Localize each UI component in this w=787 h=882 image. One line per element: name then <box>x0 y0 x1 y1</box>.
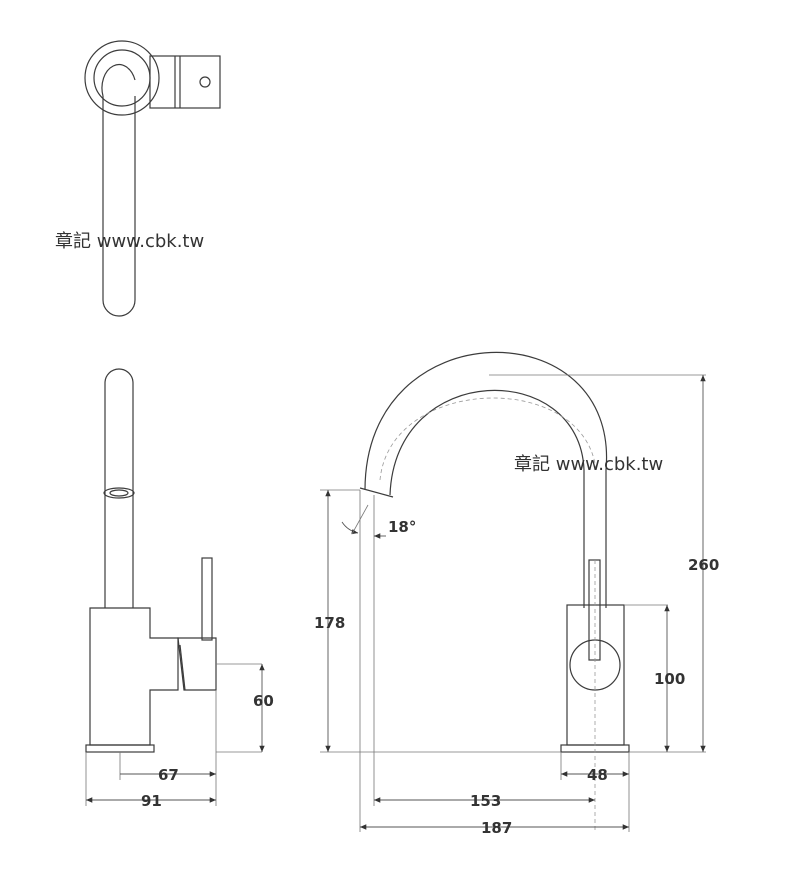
dim-handle-height: 60 <box>253 692 274 710</box>
top-view <box>84 40 221 317</box>
front-view <box>320 351 706 832</box>
dim-handle-reach: 67 <box>158 766 179 784</box>
dim-spout-height: 178 <box>314 614 345 632</box>
dim-body-height: 100 <box>654 670 685 688</box>
dim-angle: 18° <box>388 518 416 536</box>
dim-side-depth: 91 <box>141 792 162 810</box>
watermark-top: 章記 www.cbk.tw <box>55 231 204 252</box>
side-view <box>85 368 265 806</box>
dim-total-reach: 187 <box>481 819 512 837</box>
watermark-right: 章記 www.cbk.tw <box>514 454 663 475</box>
dim-base-width: 48 <box>587 766 608 784</box>
dim-total-height: 260 <box>688 556 719 574</box>
dim-spout-reach: 153 <box>470 792 501 810</box>
